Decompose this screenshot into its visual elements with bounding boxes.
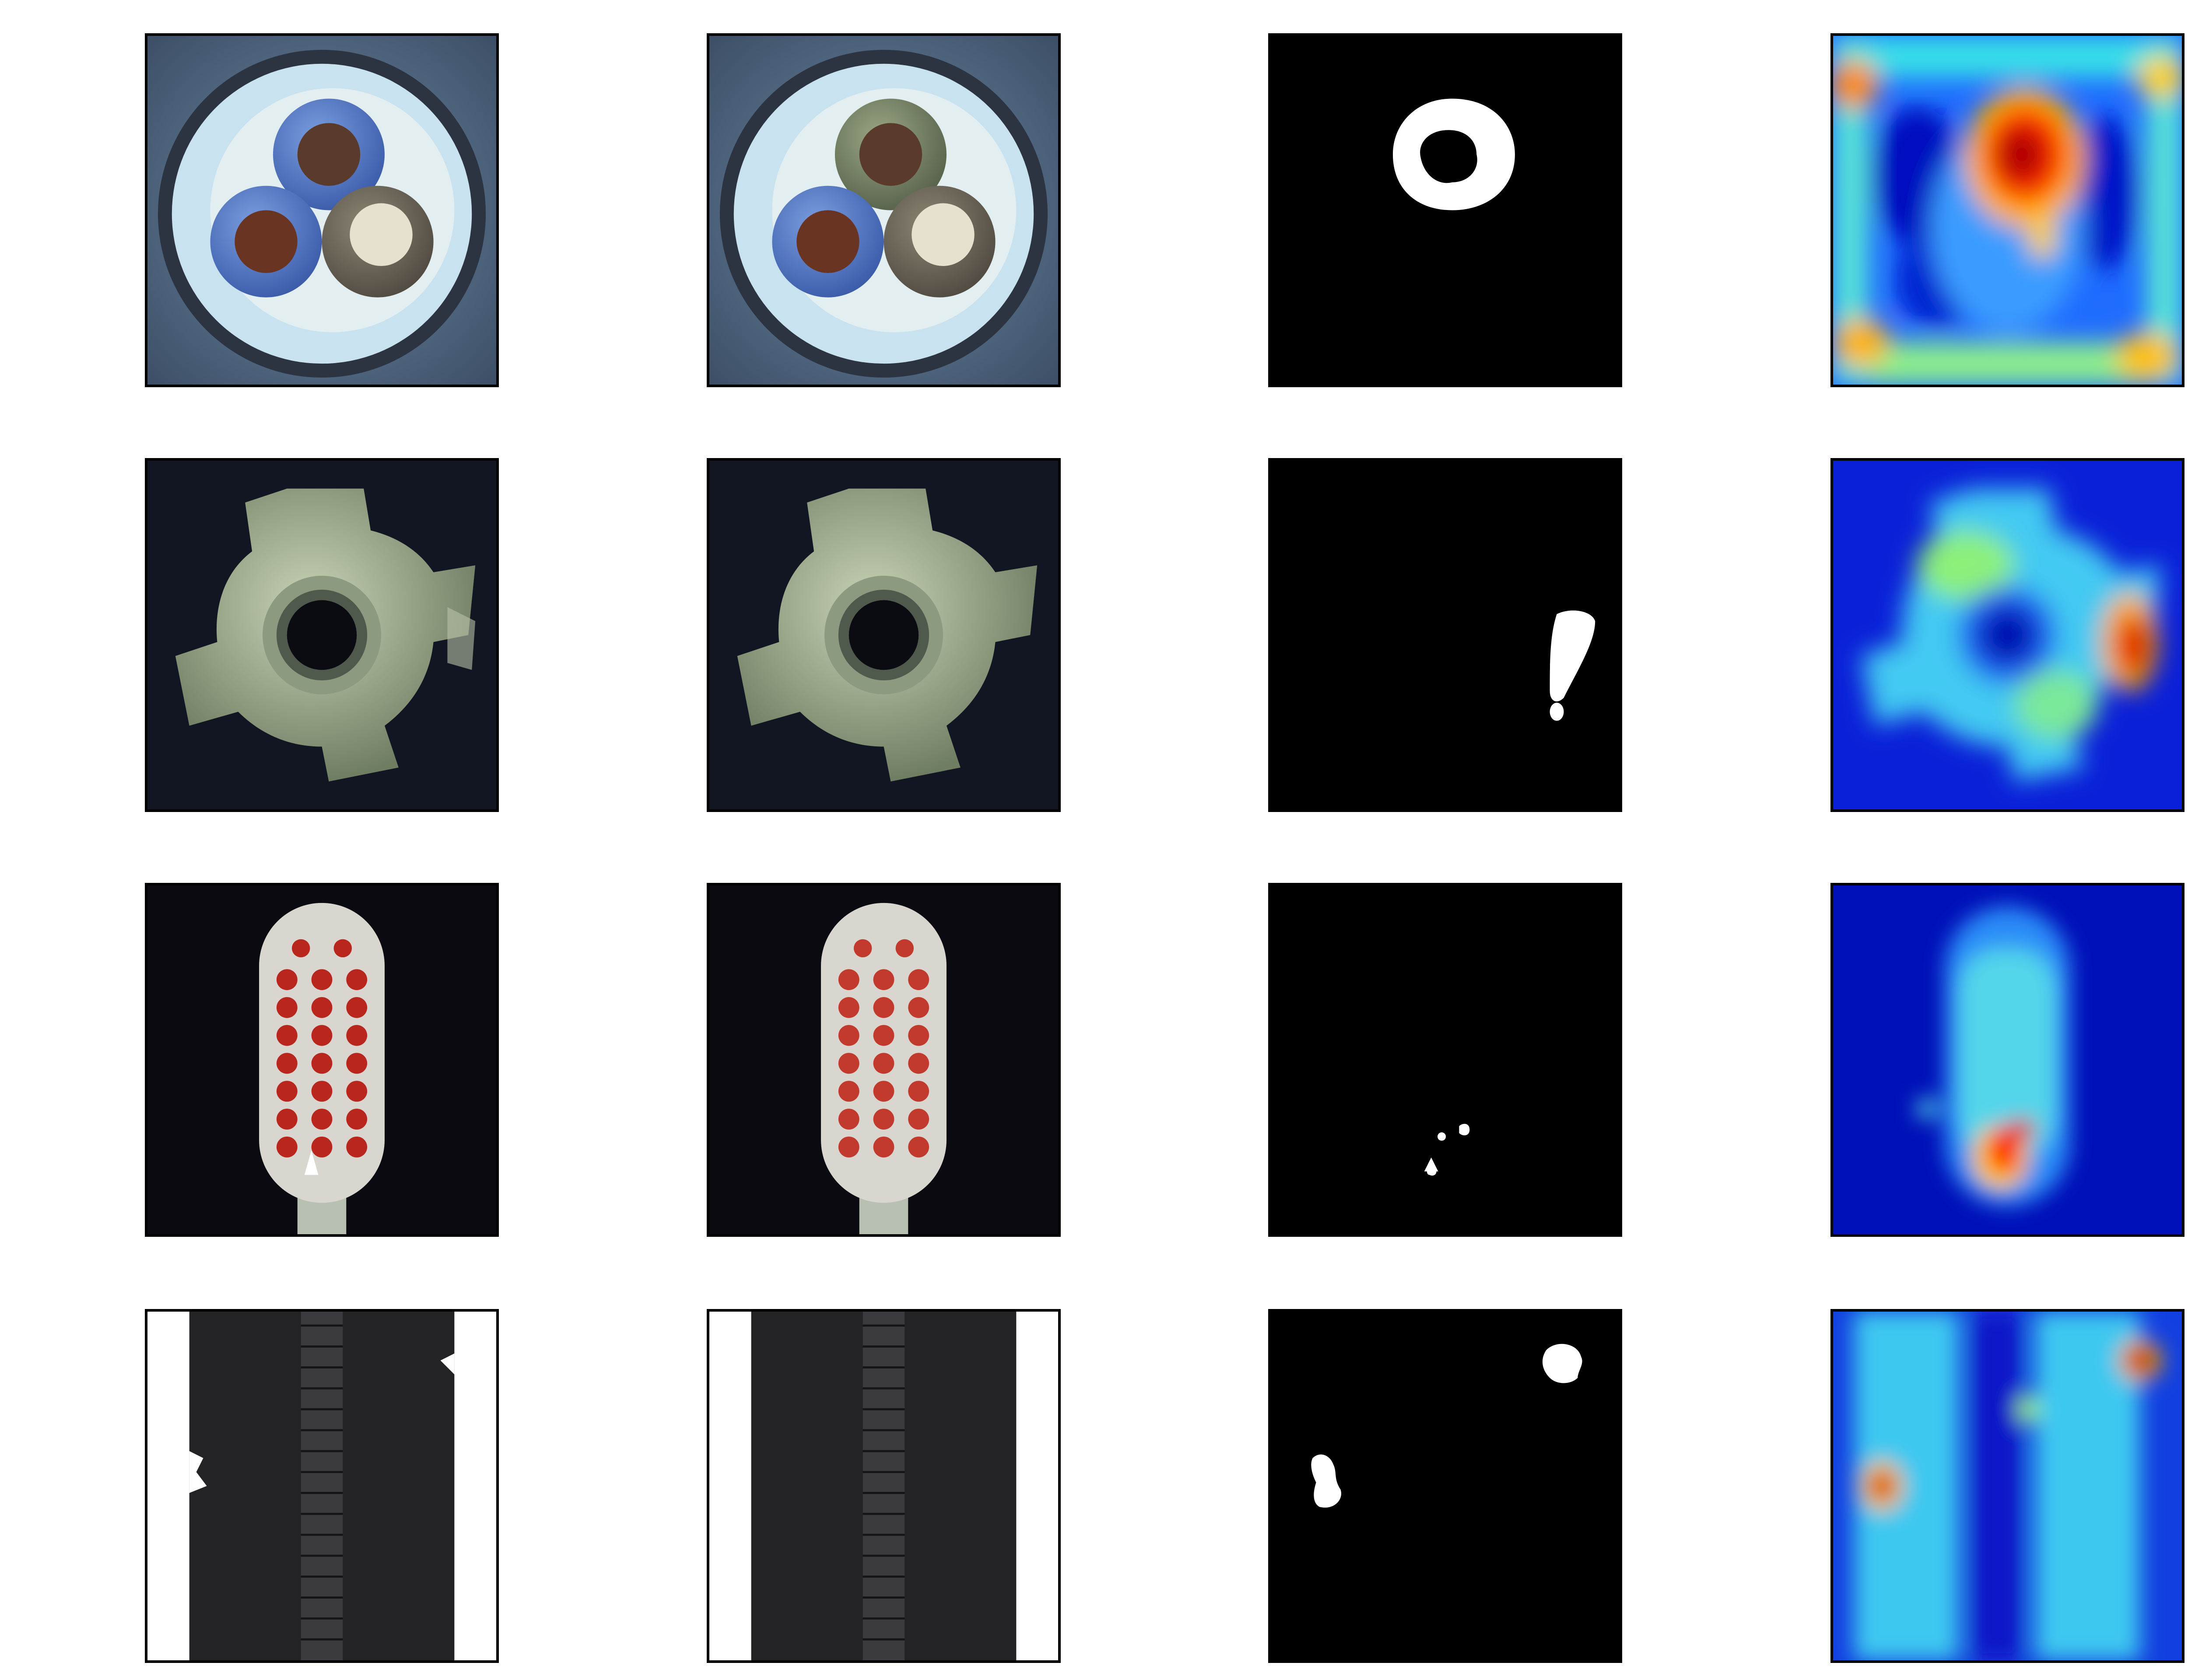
metal-nut-ground-truth-mask (1268, 458, 1622, 812)
metal-nut-reconstructed-image (707, 458, 1061, 812)
cable-reconstructed-image (707, 33, 1061, 387)
toothbrush-anomaly-heatmap (1830, 883, 2184, 1237)
zipper-ground-truth-mask (1268, 1309, 1622, 1663)
cable-ground-truth-mask (1268, 33, 1622, 387)
toothbrush-ground-truth-mask (1268, 883, 1622, 1237)
zipper-defective-image (145, 1309, 499, 1663)
toothbrush-defective-image (145, 883, 499, 1237)
metal-nut-anomaly-heatmap (1830, 458, 2184, 812)
toothbrush-reconstructed-image (707, 883, 1061, 1237)
zipper-reconstructed-image (707, 1309, 1061, 1663)
zipper-anomaly-heatmap (1830, 1309, 2184, 1663)
metal-nut-defective-image (145, 458, 499, 812)
cable-anomaly-heatmap (1830, 33, 2184, 387)
cable-defective-image (145, 33, 499, 387)
